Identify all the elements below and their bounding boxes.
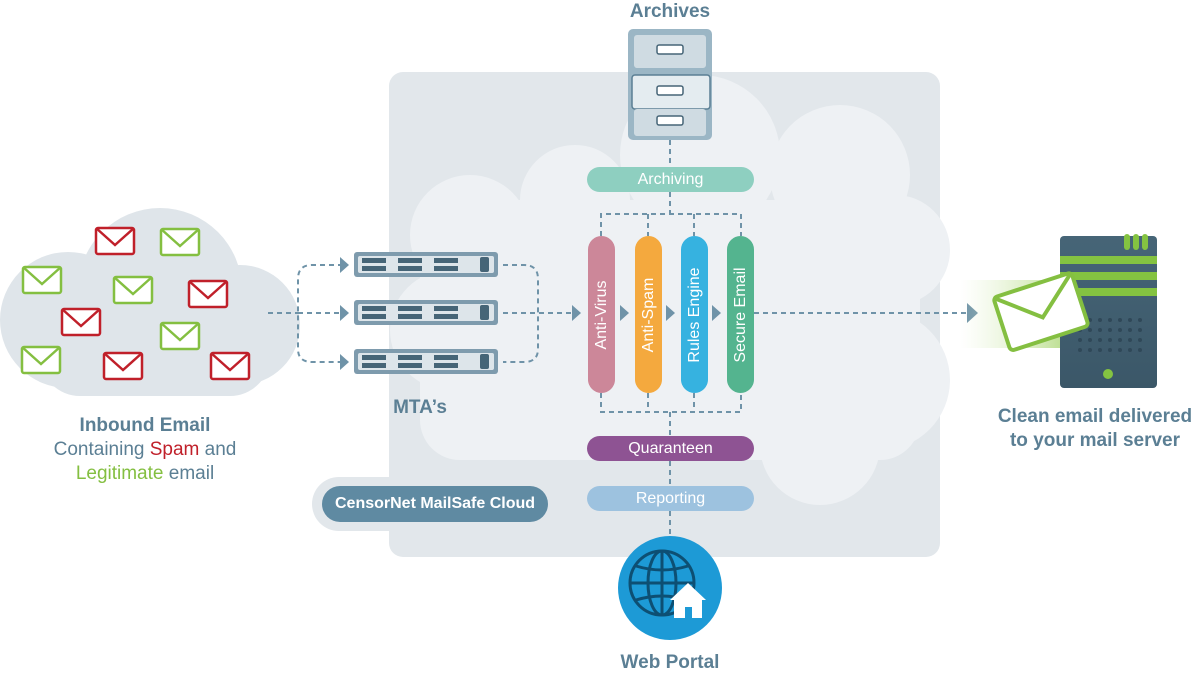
- secure-email-label: Secure Email: [731, 266, 749, 363]
- envelope-icon: [159, 321, 201, 351]
- file-cabinet-icon: [628, 29, 712, 140]
- envelope-icon: [94, 226, 136, 256]
- reporting-stage: Reporting: [587, 486, 754, 511]
- envelope-icon: [159, 227, 201, 257]
- anti-virus-label: Anti-Virus: [592, 279, 610, 350]
- rack-server-icon: [354, 349, 498, 374]
- inbound-email-line2: Containing Spam and: [20, 438, 270, 462]
- inbound-envelopes: [20, 226, 251, 381]
- mtas-label: MTA’s: [393, 397, 447, 418]
- arrow-right-icon: [340, 257, 978, 370]
- secure-email-filter: Secure Email: [727, 236, 754, 393]
- envelope-icon: [992, 271, 1090, 352]
- rack-server-icon: [354, 252, 498, 277]
- clean-email-caption: Clean email delivered to your mail serve…: [990, 405, 1200, 453]
- rack-server-icon: [354, 300, 498, 325]
- rules-engine-label: Rules Engine: [685, 266, 703, 363]
- inbound-email-caption: Inbound Email Containing Spam and Legiti…: [20, 414, 270, 486]
- spam-word: Spam: [149, 439, 200, 460]
- archives-label: Archives: [629, 1, 711, 22]
- envelope-icon: [209, 351, 251, 381]
- anti-spam-label: Anti-Spam: [639, 277, 657, 352]
- mail-server-icon: [1060, 234, 1157, 388]
- containing-word: Containing: [53, 439, 145, 460]
- envelope-icon: [102, 351, 144, 381]
- inbound-email-title: Inbound Email: [79, 415, 211, 436]
- archiving-stage: Archiving: [587, 167, 754, 192]
- envelope-icon: [112, 275, 154, 305]
- envelope-icon: [20, 345, 62, 375]
- quarantine-stage: Quaranteen: [587, 436, 754, 461]
- web-portal-label: Web Portal: [620, 652, 720, 673]
- legitimate-word: Legitimate: [75, 463, 164, 484]
- clean-email-line2: to your mail server: [1009, 430, 1181, 451]
- anti-spam-filter: Anti-Spam: [635, 236, 662, 393]
- house-icon: [670, 583, 706, 618]
- inbound-email-line3: Legitimate email: [20, 462, 270, 486]
- clean-email-line1: Clean email delivered: [997, 406, 1193, 427]
- connectors: [268, 140, 968, 540]
- anti-virus-filter: Anti-Virus: [588, 236, 615, 393]
- envelope-icon: [21, 265, 63, 295]
- envelope-icon: [60, 307, 102, 337]
- email-word: email: [168, 463, 215, 484]
- globe-icon: [618, 536, 722, 640]
- rules-engine-filter: Rules Engine: [681, 236, 708, 393]
- brand-badge: CensorNet MailSafe Cloud: [322, 486, 548, 522]
- and-word: and: [204, 439, 237, 460]
- envelope-icon: [187, 279, 229, 309]
